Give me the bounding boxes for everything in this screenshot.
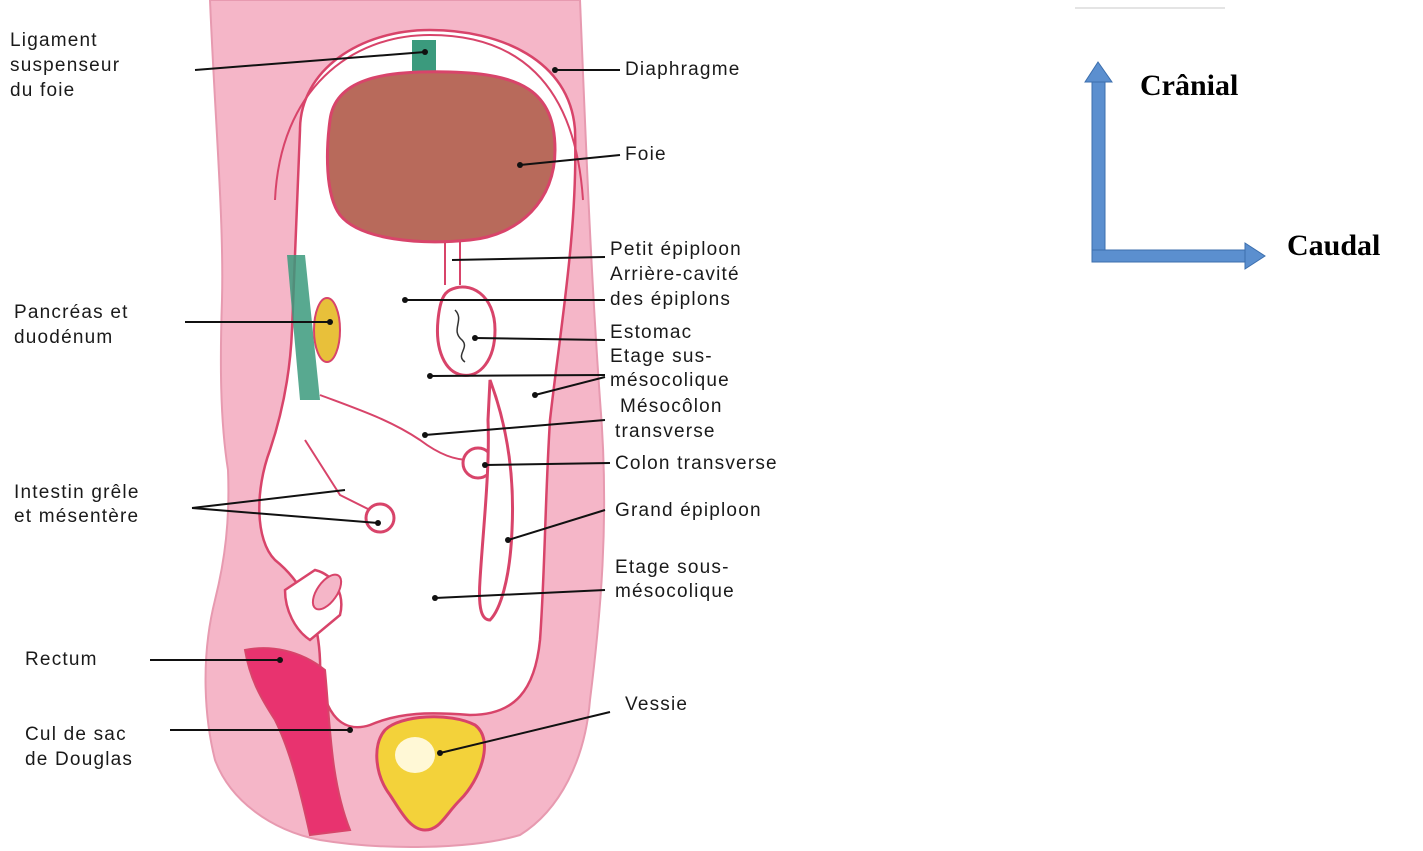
label-vessie: Vessie (625, 694, 688, 715)
label-intestin-1: Intestin grêle (14, 482, 140, 503)
label-ligament-1: Ligament (10, 30, 98, 51)
label-estomac: Estomac (610, 322, 692, 343)
label-cul-de-sac-2: de Douglas (25, 749, 133, 770)
caudal-arrow-shaft (1092, 250, 1247, 262)
bladder-highlight (395, 737, 435, 773)
cranial-arrow-icon (1085, 62, 1112, 82)
label-mesocolon-1: Mésocôlon (620, 396, 723, 417)
label-ligament-3: du foie (10, 80, 75, 101)
label-caudal: Caudal (1287, 229, 1380, 262)
caudal-arrow-icon (1245, 243, 1265, 269)
label-mesocolon-2: transverse (615, 421, 716, 442)
label-etage-sous-2: mésocolique (615, 581, 735, 602)
label-rectum: Rectum (25, 649, 98, 670)
label-foie: Foie (625, 144, 667, 165)
label-arriere-cavite-1: Arrière-cavité (610, 264, 740, 285)
label-cranial: Crânial (1140, 69, 1238, 102)
label-diaphragme: Diaphragme (625, 59, 741, 80)
label-grand-epiploon: Grand épiploon (615, 500, 762, 521)
label-pancreas-1: Pancréas et (14, 302, 129, 323)
orientation-legend (1075, 8, 1265, 269)
label-colon-transverse: Colon transverse (615, 453, 778, 474)
pancreas-shape (314, 298, 340, 362)
label-etage-sous-1: Etage sous- (615, 557, 730, 578)
label-pancreas-2: duodénum (14, 327, 113, 348)
liver-shape (327, 72, 555, 242)
ligament-block (412, 40, 436, 72)
label-arriere-cavite-2: des épiplons (610, 289, 731, 310)
small-intestine-shape (366, 504, 394, 532)
label-etage-sus-1: Etage sus- (610, 346, 713, 367)
label-etage-sus-2: mésocolique (610, 370, 730, 391)
label-cul-de-sac-1: Cul de sac (25, 724, 127, 745)
cranial-arrow-shaft (1092, 80, 1105, 260)
label-ligament-2: suspenseur (10, 55, 120, 76)
label-intestin-2: et mésentère (14, 506, 139, 527)
label-petit-epiploon: Petit épiploon (610, 239, 742, 260)
